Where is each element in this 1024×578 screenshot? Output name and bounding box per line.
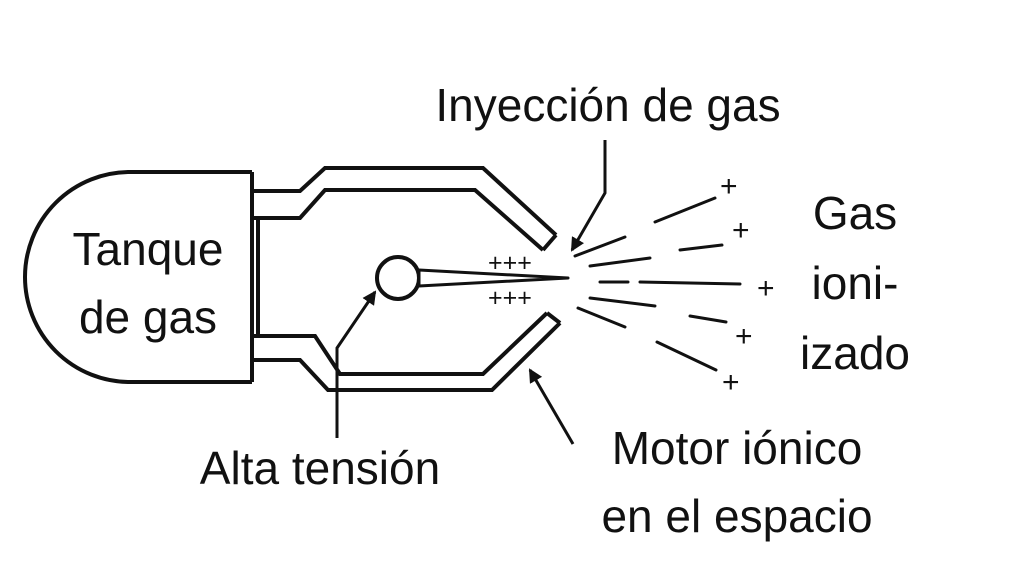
high-voltage-label: Alta tensión: [200, 442, 440, 494]
gas-tank-outline: [23, 170, 252, 384]
exhaust-ray: [688, 314, 728, 324]
chamber-top-nozzle-tip: [541, 233, 558, 252]
ionized-gas-label-line3: izado: [800, 327, 910, 379]
engine-label-line2: en el espacio: [601, 490, 872, 542]
ion-plus: +: [735, 320, 753, 353]
electrode-needle: [417, 268, 570, 288]
exhaust-ray: [588, 256, 652, 268]
exhaust-ray: [678, 243, 724, 252]
gas-injection-label: Inyección de gas: [435, 79, 780, 131]
tank-label-line2: de gas: [79, 291, 217, 343]
engine-arrow: [528, 368, 575, 445]
engine-chamber: [252, 166, 562, 392]
exhaust-ray: [638, 280, 742, 286]
ion-plus: +: [732, 214, 750, 247]
chamber-bottom-inner-wall: [252, 311, 549, 376]
electrode-ball: [375, 255, 421, 301]
tank-label-line1: Tanque: [73, 223, 224, 275]
ion-plus: +: [720, 170, 738, 203]
gas-injection-arrow: [570, 140, 607, 252]
exhaust-ray: [588, 296, 657, 308]
exhaust-rays: [573, 196, 742, 372]
ion-plus: +: [722, 366, 740, 399]
exhaust-ray: [653, 196, 717, 224]
ionized-gas-label-line2: ioni-: [812, 257, 899, 309]
ions: + + + + +: [720, 170, 775, 399]
charges-inner-top: +++: [488, 249, 532, 277]
engine-label-line1: Motor iónico: [612, 422, 863, 474]
chamber-bottom-nozzle-tip: [545, 311, 562, 325]
exhaust-ray: [576, 306, 627, 329]
ionized-gas-label-line1: Gas: [813, 187, 897, 239]
chamber-top-inner-wall: [252, 188, 545, 252]
charges-inner-bottom: +++: [488, 284, 532, 312]
ion-plus: +: [757, 272, 775, 305]
high-voltage-arrow: [335, 290, 377, 438]
chamber-top-outer-wall: [252, 166, 558, 237]
exhaust-ray: [573, 235, 627, 258]
leader-arrows: [335, 140, 607, 445]
chamber-bottom-outer-wall: [252, 321, 562, 392]
exhaust-ray: [655, 340, 718, 372]
